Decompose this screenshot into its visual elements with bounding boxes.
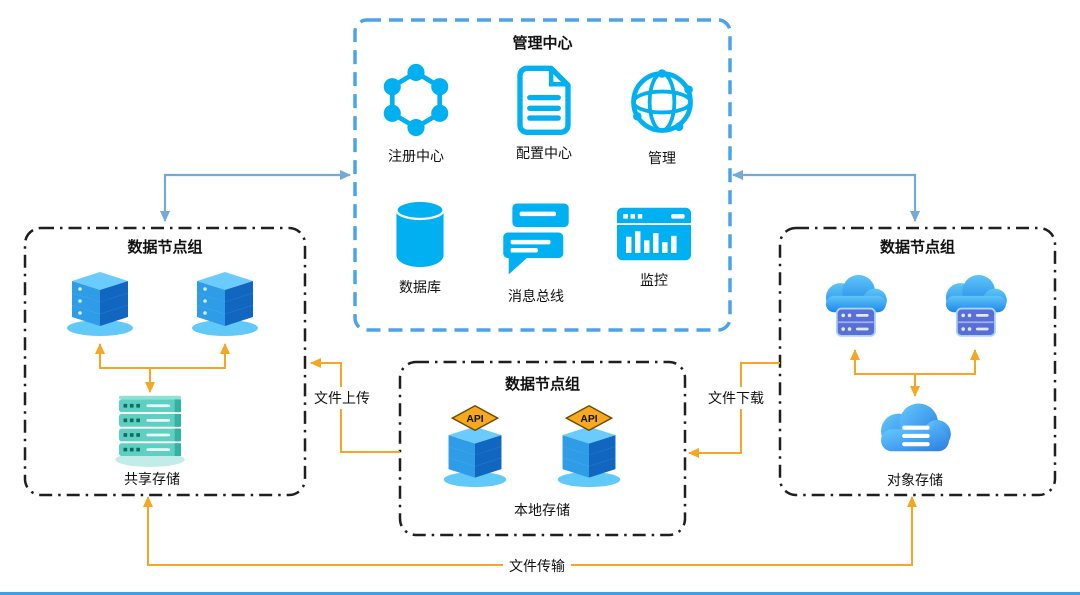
message-bus-icon — [503, 203, 569, 275]
api-server-icon: API — [557, 404, 621, 488]
bottom-edge-line — [0, 592, 1080, 595]
server-stack-icon — [192, 272, 258, 336]
cloud-server-icon — [825, 274, 887, 337]
config-document-icon — [517, 65, 571, 135]
left-data-node-2 — [185, 262, 265, 343]
left-data-node-1 — [60, 262, 140, 343]
local-node-2: API — [551, 402, 627, 494]
management-item-config: 配置中心 — [496, 62, 592, 163]
right-nodes-link-arrow — [850, 349, 980, 375]
mgmt-right-link-arrow — [732, 170, 920, 222]
management-item-monitor: 监控 — [606, 206, 702, 290]
right-group-box — [778, 226, 1057, 497]
mgmt-left-link-arrow — [160, 170, 351, 222]
registry-label: 注册中心 — [388, 148, 444, 164]
left-group-box — [23, 226, 307, 497]
local-storage-label: 本地存储 — [514, 502, 570, 518]
object-storage — [869, 398, 961, 471]
monitor-label: 监控 — [640, 272, 668, 288]
management-center-box — [353, 18, 732, 332]
management-globe-icon — [631, 69, 693, 133]
shared-storage — [108, 390, 192, 474]
left-group-title: 数据节点组 — [127, 239, 203, 256]
database-label: 数据库 — [399, 279, 441, 295]
object-storage-cloud-icon — [881, 403, 951, 452]
api-server-icon: API — [443, 404, 507, 488]
local-node-1: API — [437, 402, 513, 494]
center-group-title: 数据节点组 — [504, 376, 580, 393]
management-center-title: 管理中心 — [512, 35, 573, 52]
upload-flow-label: 文件上传 — [308, 387, 376, 409]
database-cylinder-icon — [395, 199, 445, 268]
transfer-flow-label: 文件传输 — [503, 555, 571, 577]
right-data-node-1 — [815, 274, 895, 350]
shared-storage-label: 共享存储 — [124, 471, 180, 487]
download-flow-label: 文件下载 — [702, 387, 770, 409]
object-storage-label: 对象存储 — [887, 472, 943, 488]
manage-label: 管理 — [648, 150, 676, 166]
management-item-message-bus: 消息总线 — [488, 198, 584, 306]
center-group-box — [398, 360, 687, 537]
shared-storage-rack-icon — [115, 395, 185, 467]
api-badge-text: API — [580, 414, 597, 425]
management-item-manage: 管理 — [614, 64, 710, 168]
config-label: 配置中心 — [516, 145, 572, 161]
message-bus-label: 消息总线 — [508, 288, 564, 304]
api-badge-text: API — [466, 414, 483, 425]
server-stack-icon — [67, 272, 133, 336]
monitor-dashboard-icon — [616, 207, 692, 261]
management-item-registry: 注册中心 — [368, 62, 464, 166]
cloud-server-icon — [945, 274, 1007, 337]
registry-hexagon-icon — [383, 63, 449, 137]
left-nodes-link-arrow — [95, 343, 230, 369]
right-group-title: 数据节点组 — [879, 239, 955, 256]
management-item-database: 数据库 — [372, 198, 468, 297]
right-data-node-2 — [935, 274, 1015, 350]
